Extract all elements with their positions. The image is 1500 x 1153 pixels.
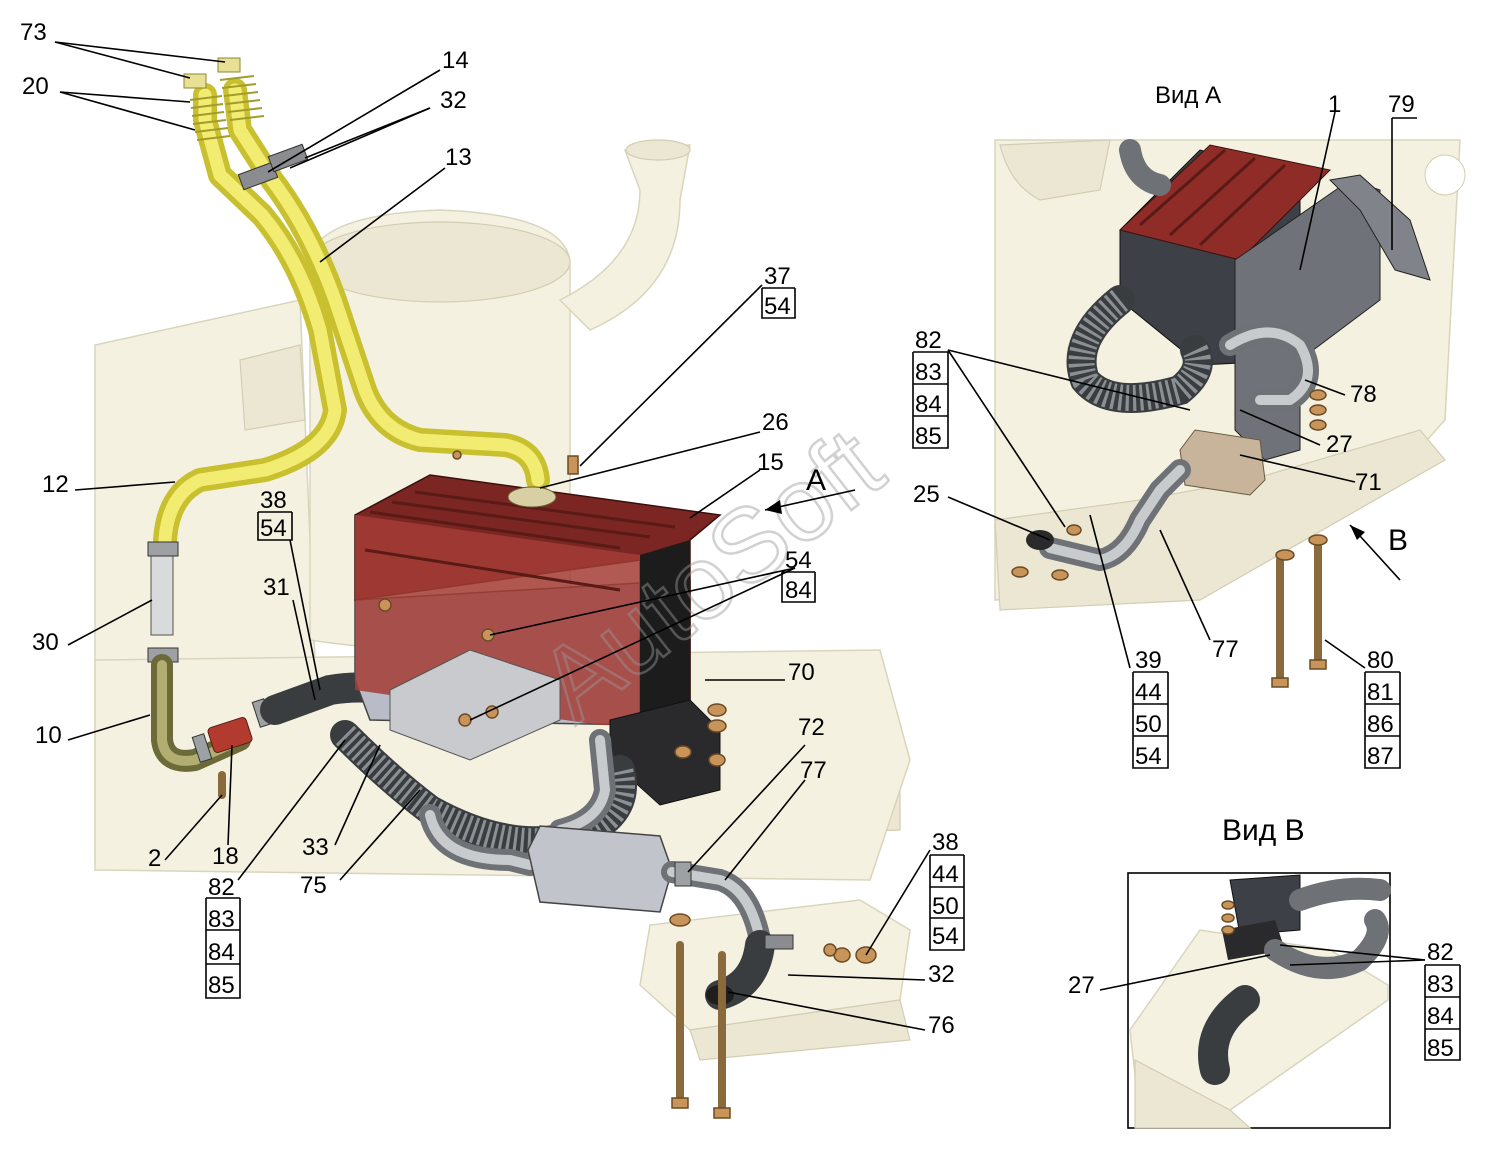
- view-b-frame: [1127, 872, 1391, 1129]
- view-a-title: Вид А: [1155, 82, 1221, 109]
- view-a-arrow-label: А: [806, 464, 826, 497]
- callout-87: 87: [1367, 743, 1394, 770]
- callout-26: 26: [762, 409, 789, 436]
- callout-70: 70: [788, 659, 815, 686]
- callout-37: 37: [764, 263, 791, 290]
- callout-44-bottom: 44: [932, 861, 959, 888]
- callout-1: 1: [1328, 91, 1341, 118]
- callout-31: 31: [263, 574, 290, 601]
- callout-76: 76: [928, 1012, 955, 1039]
- exhaust-system: [330, 720, 794, 1010]
- leader-lines: [54, 41, 1426, 1031]
- callout-12: 12: [42, 471, 69, 498]
- callout-83-view-a: 83: [915, 359, 942, 386]
- callout-boxes: [205, 287, 1461, 1061]
- callout-72: 72: [798, 714, 825, 741]
- callout-84-heater: 84: [785, 577, 812, 604]
- callout-77-main: 77: [800, 757, 827, 784]
- callout-80: 80: [1367, 647, 1394, 674]
- callout-82-view-a: 82: [915, 327, 942, 354]
- callout-2: 2: [148, 845, 161, 872]
- callout-73: 73: [20, 19, 47, 46]
- callout-10: 10: [35, 722, 62, 749]
- fuel-hoses: [153, 57, 550, 552]
- callout-30: 30: [32, 629, 59, 656]
- callout-44-view-a: 44: [1135, 679, 1162, 706]
- callout-54-mid: 54: [260, 515, 287, 542]
- callout-83-main: 83: [208, 906, 235, 933]
- spring-guards: [189, 75, 265, 141]
- callout-85-view-b: 85: [1427, 1035, 1454, 1062]
- callout-50-bottom: 50: [932, 893, 959, 920]
- callout-50-view-a: 50: [1135, 711, 1162, 738]
- callout-85-main: 85: [208, 972, 235, 999]
- callout-27-view-a: 27: [1326, 431, 1353, 458]
- view-b: [1127, 872, 1391, 1129]
- callout-54-view-a: 54: [1135, 743, 1162, 770]
- heater-unit: [354, 474, 722, 806]
- callout-38-bottom: 38: [932, 829, 959, 856]
- callout-54-heater: 54: [785, 547, 812, 574]
- callout-82-view-b: 82: [1427, 939, 1454, 966]
- callout-33: 33: [302, 834, 329, 861]
- callout-32-top: 32: [440, 87, 467, 114]
- callout-15: 15: [757, 449, 784, 476]
- callout-14: 14: [442, 47, 469, 74]
- view-b-arrow-label: В: [1388, 524, 1408, 557]
- callout-85-view-a: 85: [915, 423, 942, 450]
- callout-84-view-b: 84: [1427, 1003, 1454, 1030]
- view-b-title: Вид В: [1222, 814, 1305, 847]
- callout-38-mid: 38: [260, 487, 287, 514]
- callout-54-37: 54: [764, 293, 791, 320]
- callout-83-view-b: 83: [1427, 971, 1454, 998]
- callout-27-view-b: 27: [1068, 972, 1095, 999]
- callout-84-view-a: 84: [915, 391, 942, 418]
- callout-20: 20: [22, 73, 49, 100]
- callout-32-bottom: 32: [928, 961, 955, 988]
- callout-13: 13: [445, 144, 472, 171]
- callout-86: 86: [1367, 711, 1394, 738]
- callout-54-bottom: 54: [932, 923, 959, 950]
- callout-labels: 73 20 14 32 13 12 38 54 31 30 10 37 54 2…: [20, 19, 1454, 1062]
- callout-18: 18: [212, 843, 239, 870]
- view-a: [994, 139, 1466, 688]
- callout-77-view-a: 77: [1212, 636, 1239, 663]
- callout-78: 78: [1350, 381, 1377, 408]
- fasteners: [378, 450, 877, 1119]
- callout-71: 71: [1355, 469, 1382, 496]
- callout-79: 79: [1388, 91, 1415, 118]
- callout-39: 39: [1135, 647, 1162, 674]
- callout-82-main: 82: [208, 874, 235, 901]
- callout-25: 25: [913, 481, 940, 508]
- callout-81: 81: [1367, 679, 1394, 706]
- callout-84-main: 84: [208, 939, 235, 966]
- callout-75: 75: [300, 872, 327, 899]
